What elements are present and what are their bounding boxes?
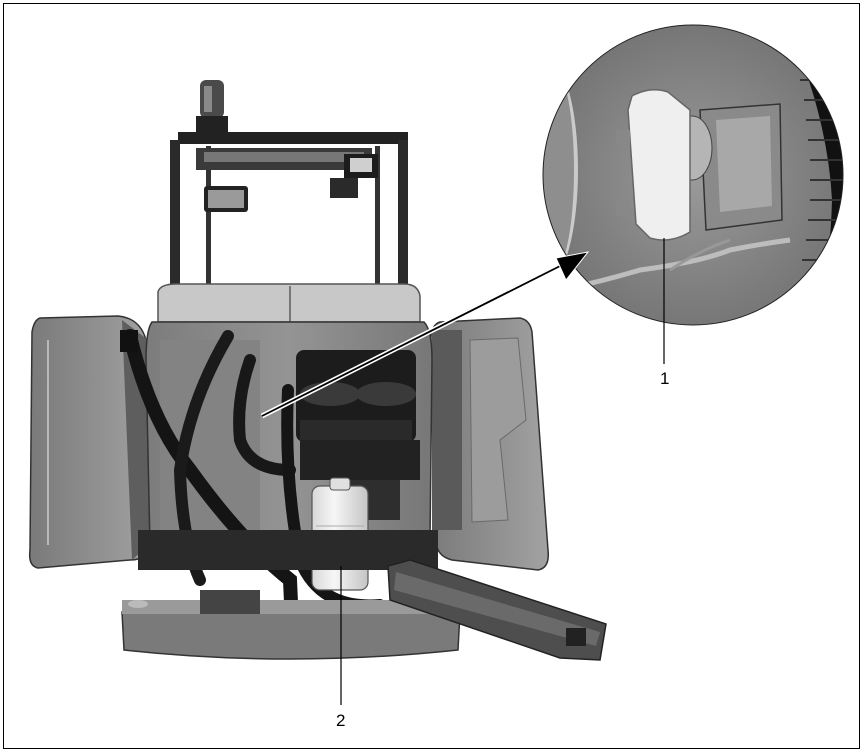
pointer-arrow xyxy=(260,251,590,419)
detail-zoom-circle xyxy=(542,24,844,326)
side-arm xyxy=(387,559,607,661)
cab-frame xyxy=(170,80,408,300)
right-door xyxy=(429,317,550,571)
hood xyxy=(157,283,421,323)
bumper xyxy=(121,530,461,660)
callout-label-1: 1 xyxy=(660,369,670,388)
callout-label-2: 2 xyxy=(336,711,346,730)
filter-housing xyxy=(296,350,420,520)
